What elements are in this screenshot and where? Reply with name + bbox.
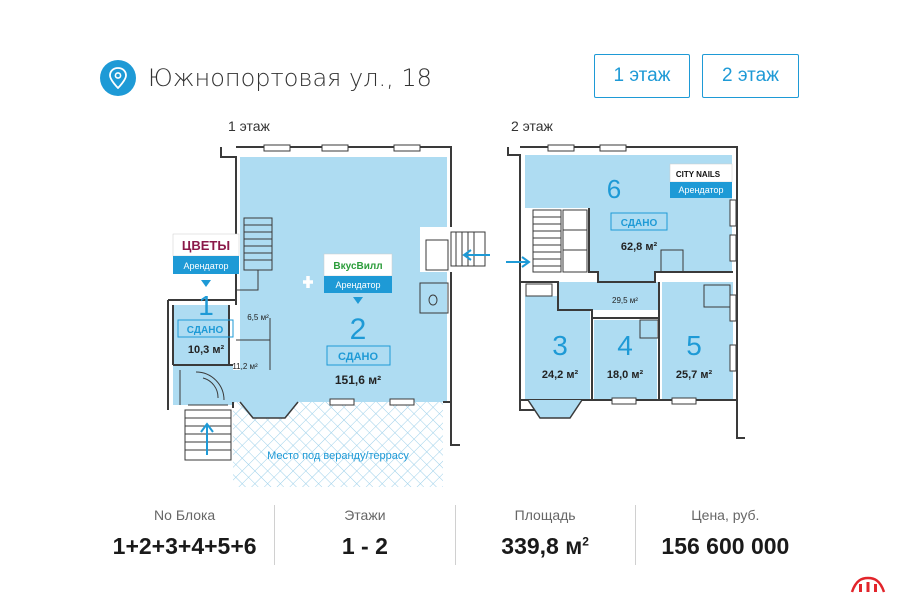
unit-2-number: 2 [350, 313, 367, 346]
tenant-6-sign[interactable]: CITY NAILS Арендатор [669, 163, 733, 198]
tenant-1-marker-icon [201, 280, 211, 287]
area-29-5: 29,5 м² [612, 296, 638, 305]
stat-label: Этажи [344, 507, 386, 523]
unit-1-number: 1 [198, 290, 214, 321]
unit-1-area: 10,3 м² [188, 344, 225, 356]
stat-unit-sup: 2 [582, 534, 589, 549]
stat-price: Цена, руб. 156 600 000 [636, 505, 815, 565]
tenant-1-sign[interactable]: ЦВЕТЫ Арендатор [172, 233, 240, 287]
unit-6-status: СДАНО [621, 218, 658, 229]
stat-value: 339,8 м [501, 533, 583, 559]
terrace-label: Место под веранду/террасу [267, 450, 409, 462]
unit-4-area: 18,0 м² [607, 369, 644, 381]
stat-value: 156 600 000 [661, 533, 790, 559]
unit-5-number: 5 [686, 330, 702, 361]
entrance-arrow-icon [200, 422, 214, 455]
unit-3-number: 3 [552, 330, 568, 361]
tenant-2-marker-icon [353, 297, 363, 304]
tenant-2-sign[interactable]: ВкусВилл Арендатор [323, 253, 393, 304]
unit-4-room[interactable] [594, 320, 657, 400]
stat-floors: Этажи 1 - 2 [275, 505, 456, 565]
floor-1-button[interactable]: 1 этаж [594, 54, 690, 98]
stat-value-wrap: 339,8 м2 [456, 533, 635, 560]
stat-area: Площадь 339,8 м2 [456, 505, 636, 565]
unit-2-area: 151,6 м² [335, 373, 381, 387]
unit-5-area: 25,7 м² [676, 369, 713, 381]
tenant-6-label: Арендатор [678, 185, 723, 195]
unit-3-area: 24,2 м² [542, 369, 579, 381]
company-logo-icon [850, 576, 886, 593]
tenant-1-brand: ЦВЕТЫ [182, 238, 230, 253]
stat-label: Цена, руб. [691, 507, 760, 523]
floor-2-plan-label: 2 этаж [511, 118, 553, 134]
location-pin-icon [100, 60, 136, 96]
tenant-2-label: Арендатор [335, 280, 380, 290]
floor-1-plan-label: 1 этаж [228, 118, 270, 134]
floor2-entrance-arrow-icon [506, 256, 531, 268]
stat-block-number: No Блока 1+2+3+4+5+6 [95, 505, 276, 565]
unit-1-status: СДАНО [187, 325, 224, 336]
unit-6-area: 62,8 м² [621, 241, 658, 253]
area-6-5: 6,5 м² [247, 313, 269, 322]
floor-2-button[interactable]: 2 этаж [702, 54, 799, 98]
address-text: Южнопортовая ул., 18 [148, 64, 432, 92]
unit-3-room[interactable] [525, 296, 590, 400]
unit-6-number: 6 [607, 174, 621, 204]
tenant-2-brand: ВкусВилл [333, 261, 382, 272]
address-header: Южнопортовая ул., 18 [100, 58, 432, 98]
stat-value: 1 - 2 [341, 533, 388, 559]
unit-4-number: 4 [617, 330, 633, 361]
stat-value: 1+2+3+4+5+6 [112, 533, 257, 559]
entrance-cross-icon [303, 276, 313, 288]
tenant-1-label: Арендатор [183, 261, 228, 271]
stat-label: No Блока [154, 507, 216, 523]
unit-1-room[interactable] [173, 305, 229, 365]
stats-bar: No Блока 1+2+3+4+5+6 Этажи 1 - 2 Площадь… [95, 505, 815, 565]
unit-5-room[interactable] [662, 282, 733, 400]
stat-label: Площадь [514, 507, 576, 523]
side-entrance-arrow-icon [462, 249, 490, 261]
tenant-6-brand: CITY NAILS [676, 170, 721, 179]
unit-2-status: СДАНО [338, 351, 379, 363]
area-11-2: 11,2 м² [232, 362, 258, 371]
